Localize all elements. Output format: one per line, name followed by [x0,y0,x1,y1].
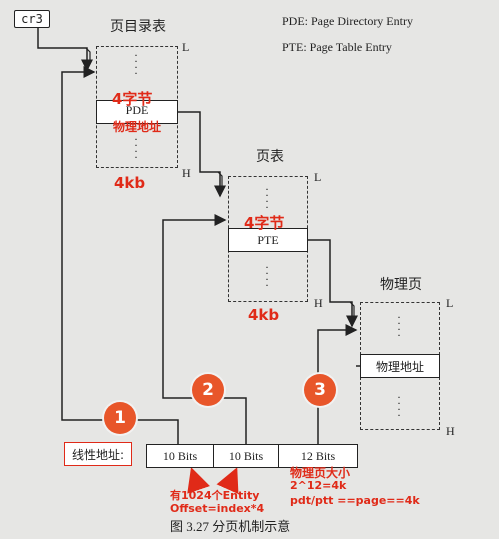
physical-page-low-label: L [446,296,454,310]
cr3-register: cr3 [14,10,50,28]
linear-address-field-offset: 12 Bits [278,444,358,468]
linear-address-field-table: 10 Bits [213,444,279,468]
figure-caption: 图 3.27 分页机制示意 [170,519,291,534]
step-badge-2: 2 [192,374,224,406]
physical-address-entry: 物理地址 [360,354,440,378]
page-table-size-note: 4kb [248,306,280,324]
step-badge-1: 1 [104,402,136,434]
physical-page-high-label: H [446,424,455,438]
page-directory-ellipsis-top: ···· [134,48,138,80]
physical-page-ellipsis-top: ···· [397,310,401,342]
page-size-eq-note: pdt/ptt ==page==4k [290,494,420,507]
offset-formula-note: Offset=index*4 [170,502,265,515]
pte-size-note: 4字节 [244,214,285,232]
page-directory-ellipsis-bottom: ···· [134,132,138,164]
page-directory-low-label: L [182,40,190,54]
page-directory-high-label: H [182,166,191,180]
pde-size-note: 4字节 [112,90,153,108]
page-table-low-label: L [314,170,322,184]
page-table-title: 页表 [256,150,284,165]
entity-count-note: 有1024个Entity [170,489,260,502]
page-directory-size-note: 4kb [114,174,146,192]
step-badge-3: 3 [304,374,336,406]
page-table-ellipsis-bottom: ···· [265,260,269,292]
linear-address-label: 线性地址: [64,442,132,466]
pde-content-note: 物理地址 [113,120,162,134]
linear-address-field-dir: 10 Bits [146,444,214,468]
physical-page-ellipsis-bottom: ···· [397,390,401,422]
pte-entry: PTE [228,228,308,252]
page-table-ellipsis-top: ···· [265,182,269,214]
legend-pde: PDE: Page Directory Entry [282,14,413,28]
pde-entry: PDE [96,100,178,124]
page-table-high-label: H [314,296,323,310]
page-directory-title: 页目录表 [110,20,166,35]
physical-page-title: 物理页 [380,278,422,293]
page-size-title-note: 物理页大小 [290,466,351,480]
legend-pte: PTE: Page Table Entry [282,40,392,54]
page-size-calc-note: 2^12=4k [290,479,347,492]
